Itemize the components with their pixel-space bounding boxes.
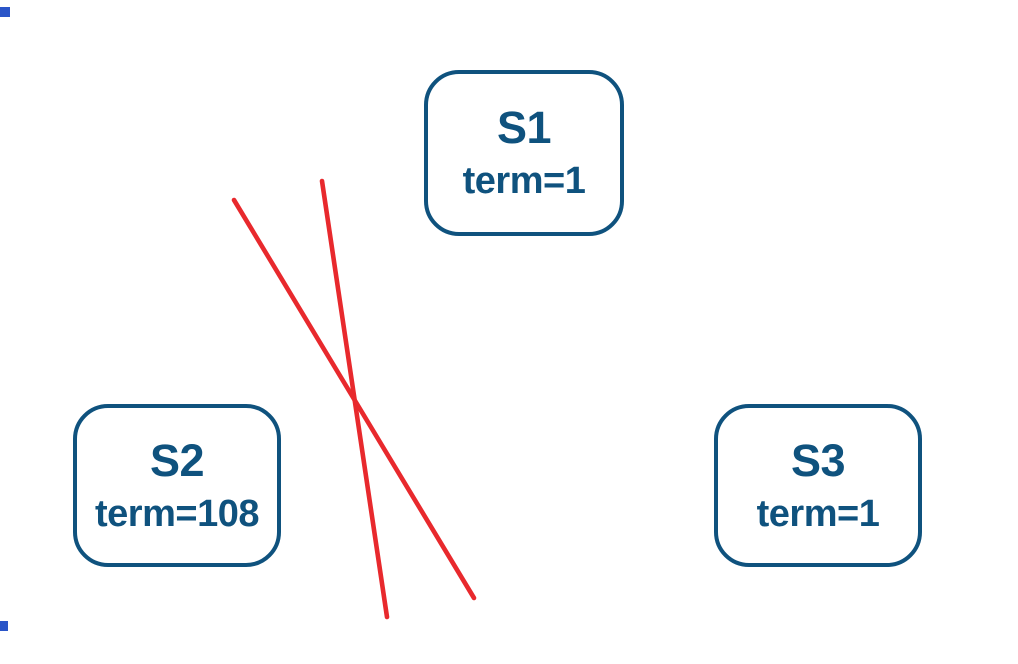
server-name-label: S1 [496,102,552,153]
partition-line-1 [319,178,390,620]
server-term-label: term=1 [756,492,880,535]
canvas-edge-marker-top-left [0,7,10,17]
server-term-label: term=1 [462,160,586,202]
server-node-s1: S1 term=1 [424,70,624,236]
server-term-label: term=108 [95,492,259,535]
server-node-s3: S3 term=1 [714,404,922,567]
server-name-label: S3 [790,434,846,486]
server-name-label: S2 [149,434,205,486]
canvas-edge-marker-bottom-left [0,621,8,631]
server-node-s2: S2 term=108 [73,404,281,567]
